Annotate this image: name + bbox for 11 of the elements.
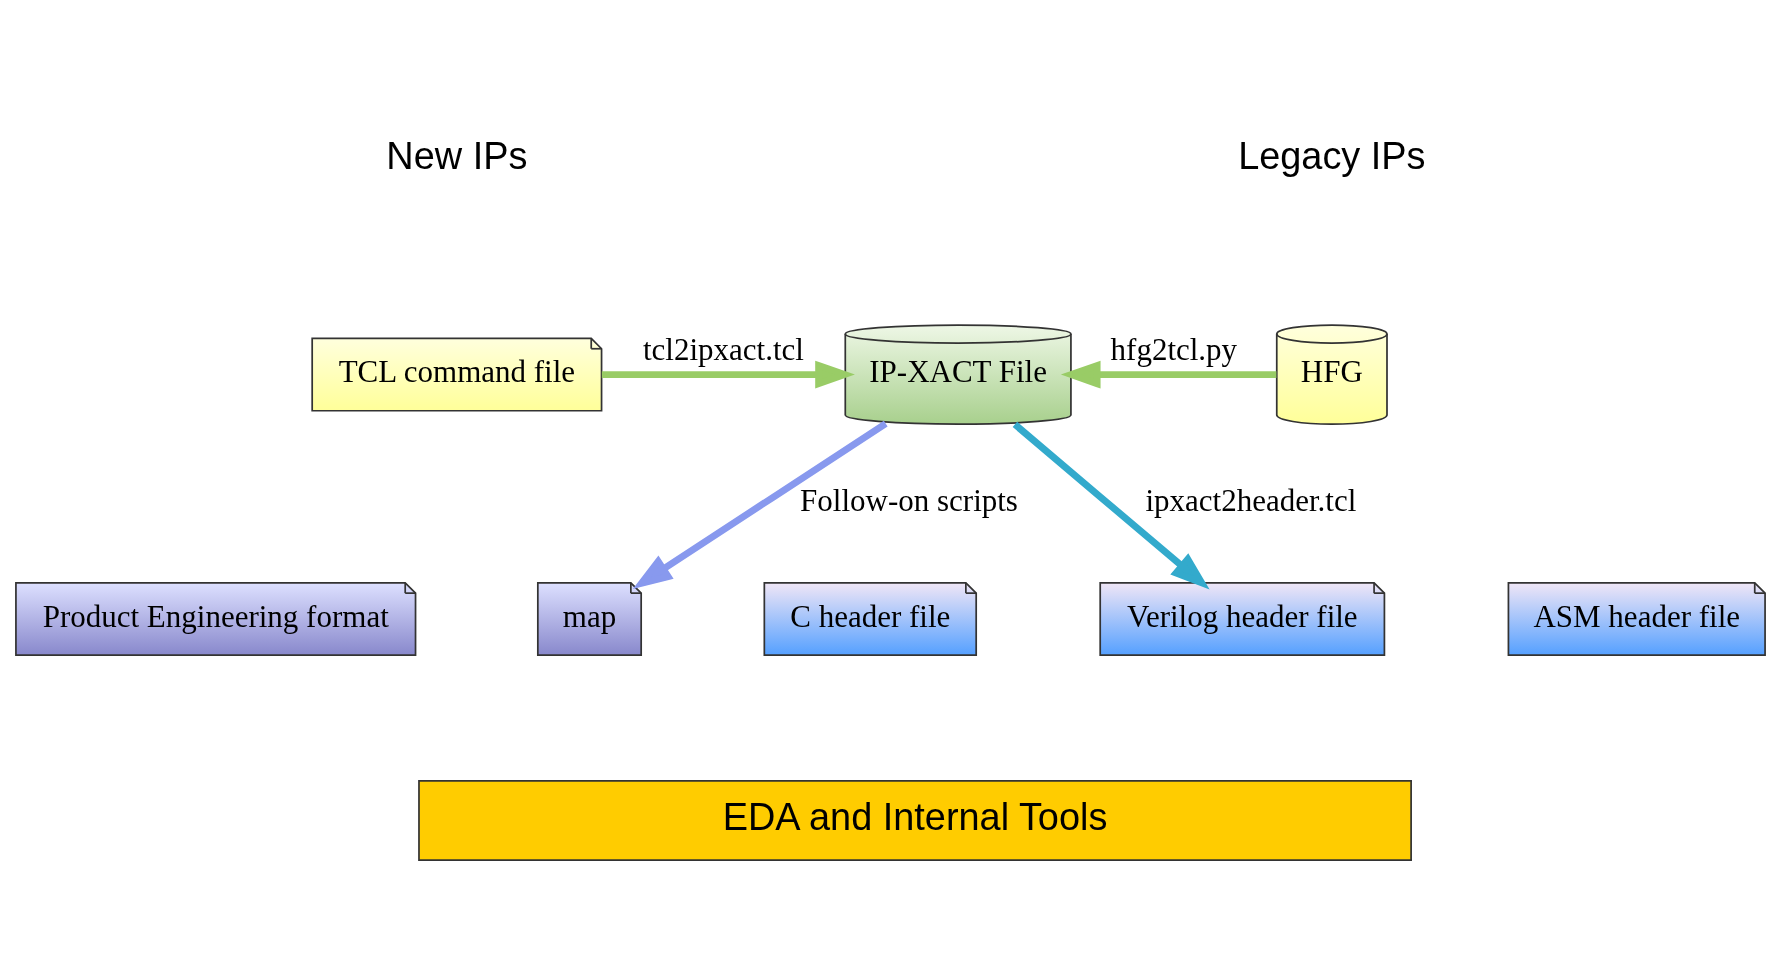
arrow: [632, 420, 888, 589]
edge-label: tcl2ipxact.tcl: [642, 331, 804, 367]
edge-label: ipxact2header.tcl: [1145, 483, 1357, 519]
arrow: [601, 360, 855, 389]
edge-label: Follow-on scripts: [800, 483, 1018, 519]
arrow: [1060, 360, 1277, 389]
label: New IPs: [386, 135, 528, 178]
arrow: [1012, 421, 1210, 590]
edge-label: hfg2tcl.py: [1110, 331, 1238, 367]
node-box: EDA and Internal Tools: [418, 780, 1412, 861]
label: Legacy IPs: [1238, 135, 1426, 178]
